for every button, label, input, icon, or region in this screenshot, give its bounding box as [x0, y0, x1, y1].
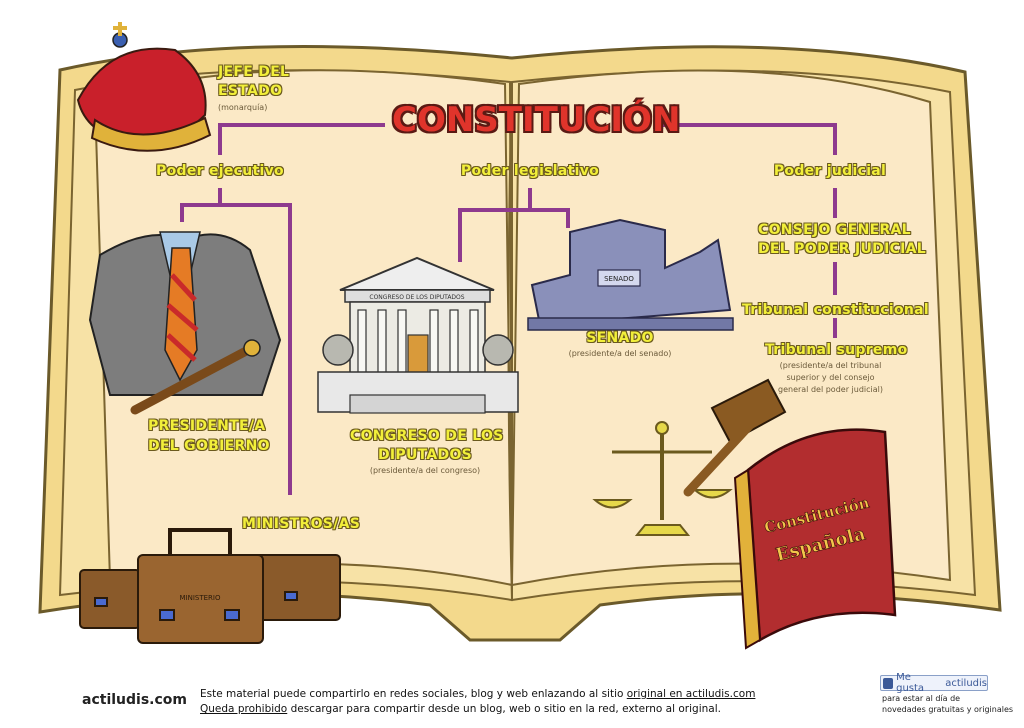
node-presidente-line1: PRESIDENTE/A	[148, 418, 258, 434]
node-consejo-line2: DEL PODER JUDICIAL	[758, 241, 908, 257]
node-senado-sub: (presidente/a del senado)	[560, 349, 680, 358]
notice-line2: Queda prohibido descargar para compartir…	[200, 703, 721, 715]
notice-line1-text: Este material puede compartirlo en redes…	[200, 688, 627, 700]
node-ministros: MINISTROS/AS	[242, 516, 357, 532]
senado-sign: SENADO	[604, 275, 634, 283]
node-tribunal-constitucional: Tribunal constitucional	[742, 302, 920, 318]
like-note-line1: para estar al día de	[882, 694, 960, 703]
node-jefe-sub: (monarquía)	[218, 103, 267, 112]
original-link[interactable]: original en actiludis.com	[627, 688, 756, 700]
notice-line1: Este material puede compartirlo en redes…	[200, 688, 755, 700]
node-congreso-sub: (presidente/a del congreso)	[350, 466, 500, 475]
like-brand: actiludis	[945, 678, 987, 689]
node-tribunal-supremo-sub2: superior y del consejo	[758, 373, 903, 382]
node-presidente-line2: DEL GOBIERNO	[148, 438, 258, 454]
like-note-line2: novedades gratuitas y originales	[882, 705, 1022, 714]
diagram-title: CONSTITUCIÓN	[392, 100, 652, 140]
node-senado: SENADO	[560, 330, 680, 346]
suit-jacket-icon	[90, 232, 280, 410]
brand-name: actiludis.com	[82, 692, 187, 708]
node-poder-ejecutivo: Poder ejecutivo	[150, 163, 290, 179]
node-poder-legislativo: Poder legislativo	[445, 163, 615, 179]
node-poder-judicial: Poder judicial	[770, 163, 890, 179]
crown-icon	[78, 22, 210, 151]
notice-line2-text: descargar para compartir desde un blog, …	[287, 703, 721, 715]
congreso-sign: CONGRESO DE LOS DIPUTADOS	[369, 294, 464, 301]
constitution-book-icon: Constitución Española	[735, 430, 895, 648]
node-consejo-line1: CONSEJO GENERAL	[758, 222, 908, 238]
like-label: Me gusta	[896, 672, 938, 694]
node-tribunal-supremo-sub3: general del poder judicial)	[758, 385, 903, 394]
node-jefe-line1: JEFE DEL	[218, 64, 289, 80]
thumbs-up-icon	[883, 678, 893, 689]
node-jefe-line2: ESTADO	[218, 83, 282, 99]
node-tribunal-supremo: Tribunal supremo	[765, 342, 895, 358]
node-congreso-line1: CONGRESO DE LOS	[350, 428, 500, 444]
prohibited-link[interactable]: Queda prohibido	[200, 703, 287, 715]
node-tribunal-supremo-sub1: (presidente/a del tribunal	[758, 361, 903, 370]
node-congreso-line2: DIPUTADOS	[350, 447, 500, 463]
like-button[interactable]: Me gusta actiludis	[880, 675, 988, 691]
briefcase-label: MINISTERIO	[180, 594, 221, 602]
